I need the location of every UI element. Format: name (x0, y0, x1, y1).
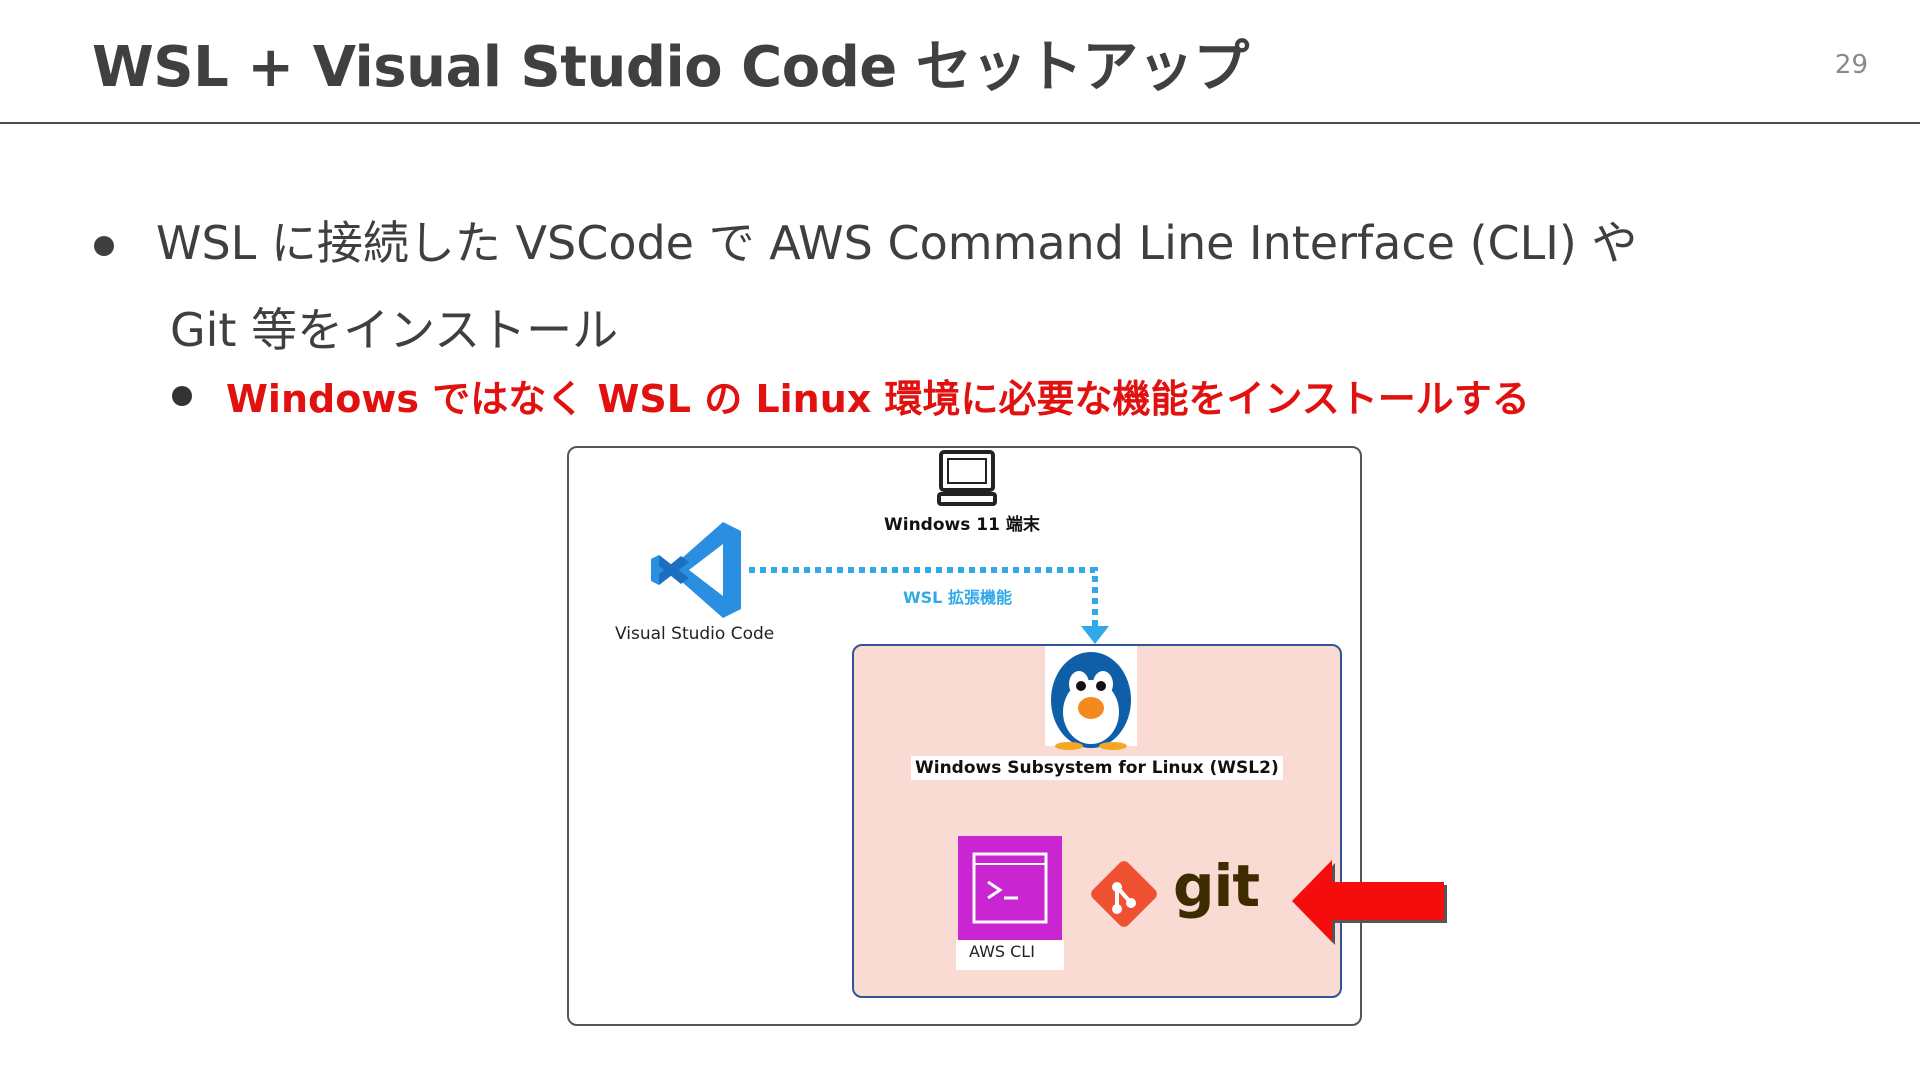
red-arrow-icon (1292, 860, 1447, 945)
sub-bullet: Windows ではなく WSL の Linux 環境に必要な機能をインストール… (172, 368, 1530, 423)
git-logo-icon (1091, 861, 1157, 927)
diagram-graphics (651, 450, 1157, 970)
tux-penguin-icon (1045, 646, 1137, 750)
wsl-extension-label: WSL 拡張機能 (903, 588, 1012, 607)
aws-cli-label: AWS CLI (969, 942, 1035, 961)
title-divider (0, 122, 1920, 124)
bullet-dot (172, 386, 192, 406)
page-number: 29 (1834, 50, 1868, 80)
main-bullet-line-1: WSL に接続した VSCode で AWS Command Line Inte… (156, 216, 1638, 270)
wsl2-label: Windows Subsystem for Linux (WSL2) (911, 756, 1283, 780)
bullet-dot (94, 236, 114, 256)
vscode-label: Visual Studio Code (615, 624, 775, 644)
vscode-icon (651, 522, 741, 618)
git-label: git (1173, 852, 1260, 920)
main-bullet-line-2: Git 等をインストール (170, 303, 619, 357)
wsl-extension-connector (749, 567, 1109, 644)
windows-terminal-label: Windows 11 端末 (884, 515, 1040, 535)
main-bullet: WSL に接続した VSCode で AWS Command Line Inte… (94, 200, 1814, 374)
slide-title: WSL + Visual Studio Code セットアップ (92, 35, 1249, 100)
monitor-icon (937, 450, 997, 506)
terminal-icon (958, 836, 1062, 940)
architecture-diagram: Windows 11 端末 Visual Studio Code WSL 拡張機… (567, 446, 1362, 1026)
sub-bullet-text: Windows ではなく WSL の Linux 環境に必要な機能をインストール… (226, 377, 1530, 421)
